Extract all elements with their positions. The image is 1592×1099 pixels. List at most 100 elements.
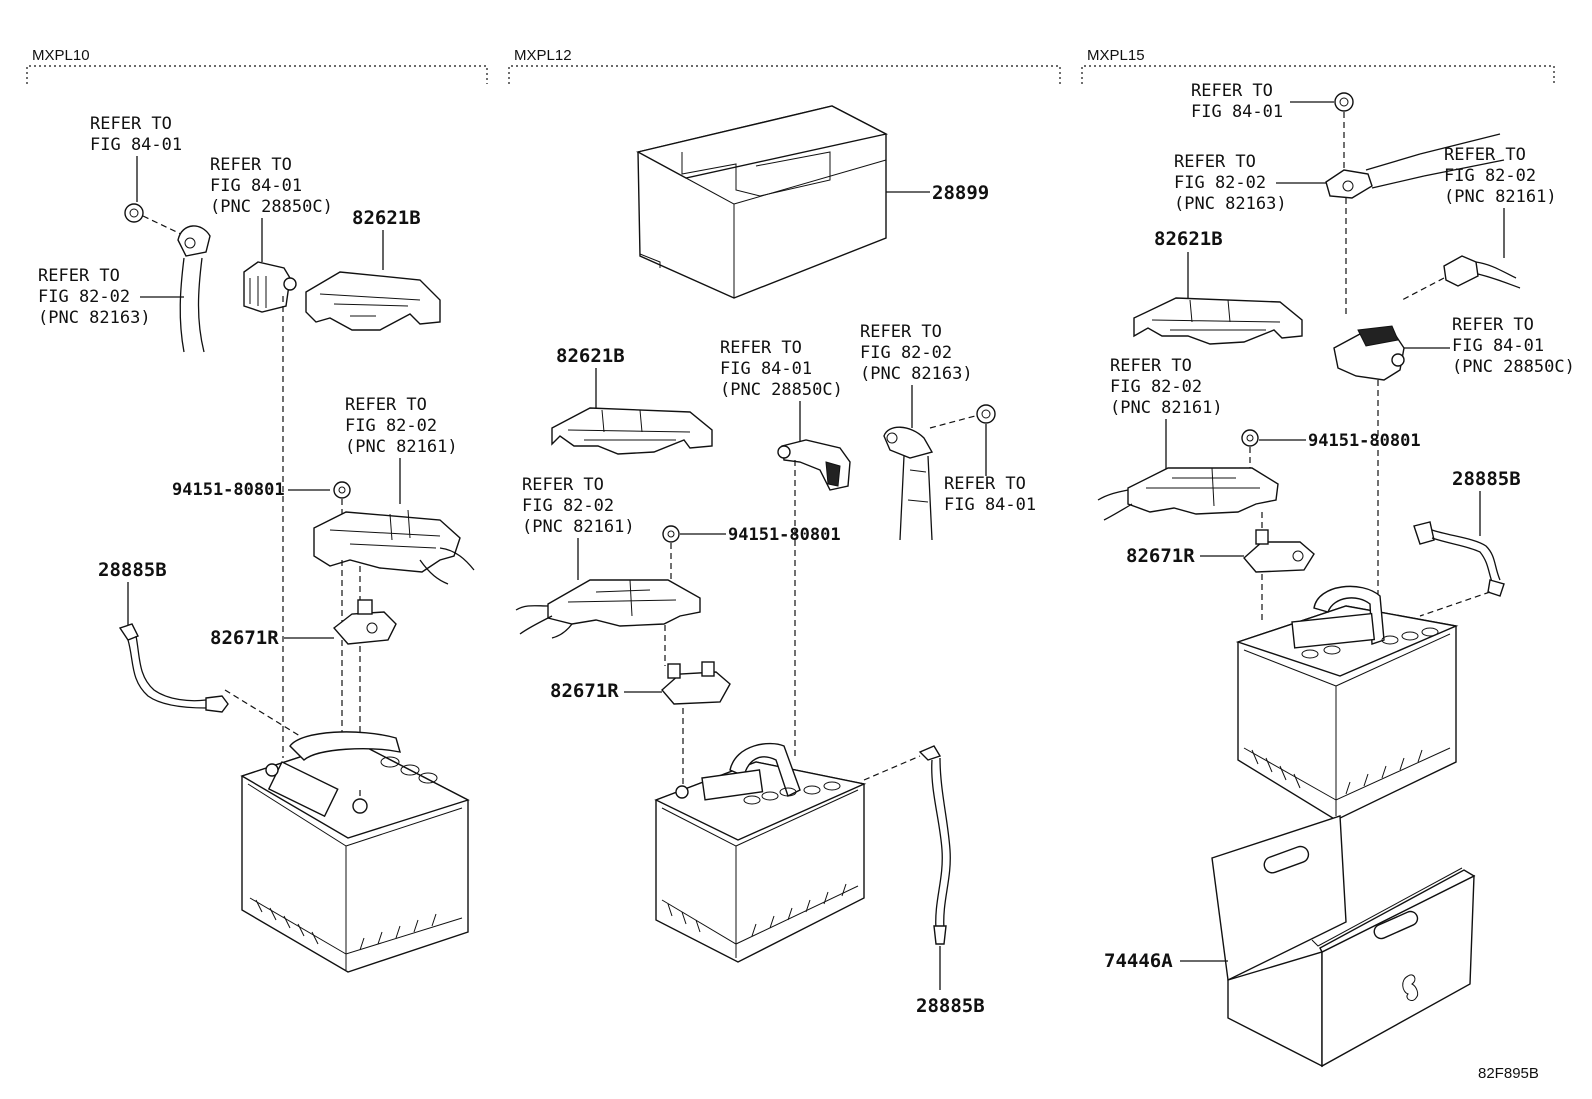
section-header-mxpl12: MXPL12 — [514, 47, 572, 64]
nut-icon — [333, 481, 351, 499]
callout-ref-84-01-c: REFER TO FIG 84-01 (PNC 28850C) — [720, 338, 843, 446]
callout-ref-82-02-d: REFER TO FIG 82-02 (PNC 82161) — [522, 475, 635, 580]
battery-icon — [654, 742, 867, 963]
positive-terminal-harness-icon — [515, 579, 701, 639]
callout-text: (PNC 82163) — [860, 364, 973, 384]
callout-text: REFER TO — [1110, 356, 1192, 376]
callout-ref-84-01-d: REFER TO FIG 84-01 — [944, 474, 1036, 515]
callout-text: (PNC 82161) — [1444, 187, 1557, 207]
terminal-cover-icon — [305, 271, 441, 331]
terminal-cover-icon — [551, 407, 713, 455]
callout-text: FIG 82-02 — [522, 496, 614, 516]
negative-cable-icon — [177, 225, 211, 353]
callout-text: (PNC 82161) — [522, 517, 635, 537]
section-mxpl12: MXPL12 — [508, 47, 1061, 84]
part-number-94151-80801: 94151-80801 — [1308, 431, 1421, 451]
callout-text: (PNC 82163) — [38, 308, 151, 328]
callout-text: REFER TO — [860, 322, 942, 342]
callout-text: FIG 84-01 — [944, 495, 1036, 515]
callout-ref-82-02-a: REFER TO FIG 82-02 (PNC 82163) — [38, 266, 184, 328]
positive-terminal-harness-icon — [1097, 467, 1279, 521]
terminal-clamp-icon — [661, 661, 731, 705]
temperature-sensor-cable-icon — [918, 745, 951, 945]
terminal-clamp-icon — [1243, 529, 1315, 573]
callout-text: REFER TO — [345, 395, 427, 415]
callout-text: REFER TO — [1191, 81, 1273, 101]
part-number-28885b: 28885B — [98, 559, 167, 581]
part-number-28899: 28899 — [932, 182, 989, 204]
callout-text: FIG 84-01 — [1191, 102, 1283, 122]
callout-ref-84-01-a: REFER TO FIG 84-01 — [90, 114, 182, 202]
negative-cable-icon — [1325, 133, 1505, 199]
temperature-sensor-cable-icon — [1413, 521, 1505, 597]
nut-icon — [124, 203, 144, 223]
callout-text: (PNC 82161) — [1110, 398, 1223, 418]
part-number-82621b: 82621B — [556, 345, 625, 367]
callout-ref-82-02-c: REFER TO FIG 82-02 (PNC 82163) — [860, 322, 973, 428]
callout-ref-84-01-b: REFER TO FIG 84-01 (PNC 28850C) — [210, 155, 333, 262]
battery-icon — [240, 731, 470, 973]
section-header-mxpl15: MXPL15 — [1087, 47, 1145, 64]
battery-sensor-clamp-icon — [1333, 325, 1405, 381]
battery-carry-box-icon — [1211, 815, 1476, 1068]
battery-sensor-clamp-icon — [777, 439, 851, 491]
callout-ref-84-01-f: REFER TO FIG 84-01 (PNC 28850C) — [1404, 315, 1575, 377]
part-number-94151-80801: 94151-80801 — [728, 525, 841, 545]
positive-terminal-harness-icon — [313, 509, 475, 585]
callout-text: REFER TO — [1174, 152, 1256, 172]
callout-text: FIG 82-02 — [860, 343, 952, 363]
callout-text: (PNC 82163) — [1174, 194, 1287, 214]
section-header-mxpl10: MXPL10 — [32, 47, 90, 64]
callout-ref-82-02-g: REFER TO FIG 82-02 (PNC 82161) — [1110, 356, 1223, 470]
callout-text: FIG 82-02 — [1444, 166, 1536, 186]
figure-reference: 82F895B — [1478, 1065, 1539, 1082]
terminal-clamp-icon — [332, 599, 397, 645]
callout-text: REFER TO — [1452, 315, 1534, 335]
nut-icon — [1334, 92, 1354, 112]
callout-text: REFER TO — [90, 114, 172, 134]
callout-text: (PNC 28850C) — [210, 197, 333, 217]
callout-text: REFER TO — [1444, 145, 1526, 165]
callout-ref-82-02-f: REFER TO FIG 82-02 (PNC 82161) — [1444, 145, 1557, 258]
callout-text: FIG 82-02 — [1174, 173, 1266, 193]
battery-cover-icon — [636, 105, 889, 299]
negative-cable-icon — [883, 426, 934, 541]
part-number-82621b: 82621B — [1154, 228, 1223, 250]
part-number-82671r: 82671R — [550, 680, 619, 702]
temperature-sensor-cable-icon — [118, 623, 229, 713]
battery-icon — [1235, 585, 1459, 821]
callout-text: FIG 82-02 — [38, 287, 130, 307]
part-number-82671r: 82671R — [210, 627, 279, 649]
connector-plug-icon — [1443, 255, 1521, 289]
callout-text: FIG 82-02 — [345, 416, 437, 436]
callout-text: FIG 82-02 — [1110, 377, 1202, 397]
nut-icon — [662, 525, 680, 543]
part-number-82671r: 82671R — [1126, 545, 1195, 567]
part-number-82621b: 82621B — [352, 207, 421, 229]
callout-text: (PNC 28850C) — [1452, 357, 1575, 377]
callout-text: REFER TO — [210, 155, 292, 175]
terminal-cover-icon — [1133, 297, 1303, 345]
section-mxpl15: MXPL15 — [1081, 47, 1555, 84]
part-number-74446a: 74446A — [1104, 950, 1173, 972]
callout-text: (PNC 28850C) — [720, 380, 843, 400]
callout-text: REFER TO — [522, 475, 604, 495]
nut-icon — [1241, 429, 1259, 447]
battery-sensor-clamp-icon — [243, 261, 297, 313]
callout-text: FIG 84-01 — [720, 359, 812, 379]
part-number-28885b: 28885B — [916, 995, 985, 1017]
callout-text: REFER TO — [38, 266, 120, 286]
callout-text: REFER TO — [720, 338, 802, 358]
callout-ref-82-02-b: REFER TO FIG 82-02 (PNC 82161) — [345, 395, 458, 504]
callout-text: REFER TO — [944, 474, 1026, 494]
callout-ref-82-02-e: REFER TO FIG 82-02 (PNC 82163) — [1174, 152, 1326, 214]
section-mxpl10: MXPL10 — [26, 47, 488, 84]
part-number-28885b: 28885B — [1452, 468, 1521, 490]
part-number-94151-80801: 94151-80801 — [172, 480, 285, 500]
callout-text: FIG 84-01 — [90, 135, 182, 155]
callout-text: FIG 84-01 — [1452, 336, 1544, 356]
callout-text: (PNC 82161) — [345, 437, 458, 457]
nut-icon — [976, 404, 996, 424]
